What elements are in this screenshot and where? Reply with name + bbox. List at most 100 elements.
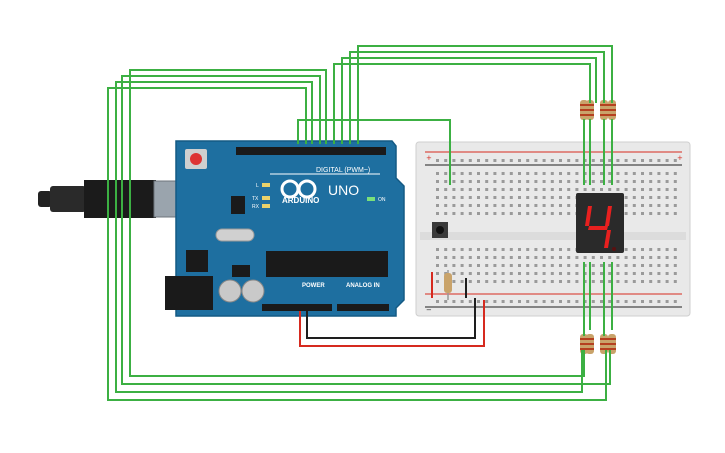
breadboard-hole[interactable]	[542, 264, 546, 267]
breadboard-hole[interactable]	[444, 196, 448, 199]
breadboard-hole[interactable]	[591, 272, 595, 275]
breadboard-hole[interactable]	[436, 248, 439, 251]
breadboard-hole[interactable]	[641, 272, 644, 275]
breadboard-hole[interactable]	[567, 188, 571, 191]
breadboard-hole[interactable]	[509, 272, 513, 275]
breadboard-hole[interactable]	[468, 212, 472, 215]
breadboard-hole[interactable]	[468, 159, 472, 162]
breadboard-hole[interactable]	[444, 188, 448, 191]
breadboard-hole[interactable]	[665, 272, 669, 275]
breadboard-hole[interactable]	[665, 196, 669, 199]
breadboard-hole[interactable]	[452, 264, 456, 267]
arduino-uno-board[interactable]	[165, 140, 405, 317]
breadboard-hole[interactable]	[616, 188, 620, 191]
breadboard-hole[interactable]	[542, 196, 546, 199]
breadboard-hole[interactable]	[436, 180, 439, 183]
breadboard-hole[interactable]	[444, 172, 448, 175]
breadboard-hole[interactable]	[493, 204, 497, 207]
breadboard-hole[interactable]	[444, 159, 448, 162]
breadboard-hole[interactable]	[665, 212, 669, 215]
breadboard-hole[interactable]	[559, 256, 562, 259]
breadboard-hole[interactable]	[600, 300, 603, 303]
breadboard-hole[interactable]	[526, 256, 530, 259]
breadboard-hole[interactable]	[509, 188, 513, 191]
breadboard-hole[interactable]	[542, 256, 546, 259]
breadboard-hole[interactable]	[641, 172, 644, 175]
breadboard-hole[interactable]	[501, 188, 505, 191]
breadboard-hole[interactable]	[657, 256, 661, 259]
breadboard-hole[interactable]	[624, 204, 628, 207]
breadboard-hole[interactable]	[477, 180, 480, 183]
breadboard-hole[interactable]	[559, 196, 562, 199]
breadboard-hole[interactable]	[452, 196, 456, 199]
breadboard-hole[interactable]	[477, 204, 480, 207]
breadboard-hole[interactable]	[550, 300, 554, 303]
breadboard-hole[interactable]	[673, 172, 677, 175]
breadboard-hole[interactable]	[550, 172, 554, 175]
breadboard-hole[interactable]	[632, 256, 636, 259]
breadboard-hole[interactable]	[673, 272, 677, 275]
breadboard-hole[interactable]	[550, 280, 554, 283]
breadboard-hole[interactable]	[436, 256, 439, 259]
breadboard-hole[interactable]	[468, 264, 472, 267]
breadboard-hole[interactable]	[575, 172, 579, 175]
breadboard-hole[interactable]	[452, 280, 456, 283]
breadboard-hole[interactable]	[477, 272, 480, 275]
breadboard-hole[interactable]	[632, 180, 636, 183]
breadboard-hole[interactable]	[673, 212, 677, 215]
breadboard-hole[interactable]	[501, 204, 505, 207]
breadboard-hole[interactable]	[591, 280, 595, 283]
breadboard-hole[interactable]	[485, 264, 489, 267]
breadboard-hole[interactable]	[485, 188, 489, 191]
breadboard-hole[interactable]	[673, 159, 677, 162]
breadboard-hole[interactable]	[436, 159, 439, 162]
breadboard-hole[interactable]	[591, 300, 595, 303]
breadboard-hole[interactable]	[501, 256, 505, 259]
breadboard-hole[interactable]	[485, 159, 489, 162]
breadboard-hole[interactable]	[616, 264, 620, 267]
breadboard-hole[interactable]	[567, 280, 571, 283]
breadboard-hole[interactable]	[632, 212, 636, 215]
breadboard-hole[interactable]	[657, 204, 661, 207]
breadboard-hole[interactable]	[567, 180, 571, 183]
breadboard-hole[interactable]	[600, 172, 603, 175]
breadboard-hole[interactable]	[567, 159, 571, 162]
breadboard-hole[interactable]	[493, 264, 497, 267]
digital-pin-header[interactable]	[236, 147, 386, 155]
breadboard-hole[interactable]	[624, 180, 628, 183]
breadboard-hole[interactable]	[452, 180, 456, 183]
breadboard-hole[interactable]	[518, 264, 521, 267]
breadboard-hole[interactable]	[608, 272, 612, 275]
breadboard-hole[interactable]	[632, 264, 636, 267]
breadboard-hole[interactable]	[665, 188, 669, 191]
breadboard-hole[interactable]	[477, 256, 480, 259]
breadboard-hole[interactable]	[559, 248, 562, 251]
breadboard-hole[interactable]	[665, 264, 669, 267]
breadboard-hole[interactable]	[624, 212, 628, 215]
breadboard-hole[interactable]	[444, 256, 448, 259]
breadboard-hole[interactable]	[460, 272, 464, 275]
breadboard-hole[interactable]	[436, 196, 439, 199]
breadboard-hole[interactable]	[518, 212, 521, 215]
breadboard-hole[interactable]	[657, 264, 661, 267]
breadboard-hole[interactable]	[509, 196, 513, 199]
breadboard-hole[interactable]	[501, 248, 505, 251]
breadboard-hole[interactable]	[632, 204, 636, 207]
breadboard-hole[interactable]	[468, 300, 472, 303]
breadboard-hole[interactable]	[583, 159, 587, 162]
breadboard-hole[interactable]	[534, 280, 538, 283]
breadboard-hole[interactable]	[657, 159, 661, 162]
breadboard-hole[interactable]	[542, 300, 546, 303]
breadboard-hole[interactable]	[460, 204, 464, 207]
breadboard-hole[interactable]	[477, 159, 480, 162]
breadboard-hole[interactable]	[616, 300, 620, 303]
breadboard-hole[interactable]	[624, 264, 628, 267]
breadboard-hole[interactable]	[436, 188, 439, 191]
breadboard-hole[interactable]	[542, 280, 546, 283]
breadboard-hole[interactable]	[460, 212, 464, 215]
breadboard-hole[interactable]	[526, 188, 530, 191]
breadboard-hole[interactable]	[485, 280, 489, 283]
breadboard-hole[interactable]	[665, 159, 669, 162]
breadboard-hole[interactable]	[649, 272, 653, 275]
breadboard-hole[interactable]	[518, 272, 521, 275]
